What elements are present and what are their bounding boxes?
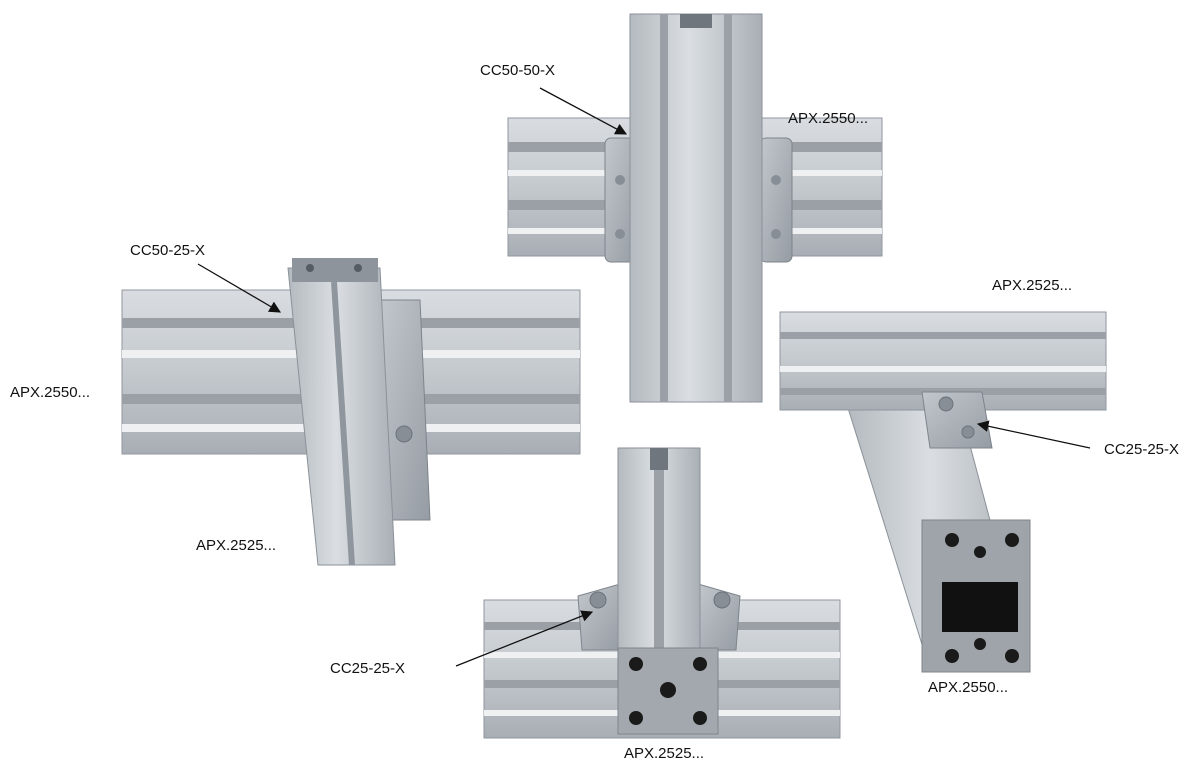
profile-vertical-top — [629, 13, 763, 403]
label-cc25-25-x-right: CC25-25-X — [1104, 441, 1180, 458]
profile-groove — [654, 470, 664, 648]
leader-arrow-cc25-25-right — [976, 420, 1091, 449]
profile-hole — [974, 638, 986, 650]
profile-slot — [780, 332, 1106, 339]
label-apx-2550-top: APX.2550... — [788, 110, 869, 127]
assembly-left-cc50-25 — [121, 258, 581, 566]
profile-hole — [1005, 649, 1019, 663]
bolt — [395, 425, 413, 443]
label-apx-2550-right: APX.2550... — [928, 679, 1009, 696]
profile-hole — [629, 657, 643, 671]
label-apx-2525-bottom: APX.2525... — [624, 745, 705, 762]
label-cc50-25-x: CC50-25-X — [130, 242, 206, 259]
profile-hole — [660, 682, 676, 698]
label-cc50-50-x: CC50-50-X — [480, 62, 556, 79]
bolt — [938, 396, 954, 412]
assembly-bottom-cc25-25 — [483, 447, 841, 739]
assembly-right-cc25-25 — [779, 311, 1107, 673]
bolt — [771, 175, 781, 185]
profile-end-hole — [354, 264, 362, 272]
profile-end-hole — [306, 264, 314, 272]
bolt — [615, 229, 625, 239]
label-apx-2550-left: APX.2550... — [10, 384, 91, 401]
profile-groove — [331, 281, 355, 566]
leader-arrow-cc50-50 — [539, 87, 628, 135]
assembly-top-cc50-50 — [507, 13, 883, 403]
profile-hole — [693, 657, 707, 671]
profile-slot — [724, 14, 732, 402]
profile-hole — [945, 533, 959, 547]
profile-slot — [660, 14, 668, 402]
label-apx-2525-left: APX.2525... — [196, 537, 277, 554]
bolt — [771, 229, 781, 239]
profile-slot — [650, 448, 668, 470]
profile-hole — [945, 649, 959, 663]
profile-end-face — [292, 258, 378, 282]
label-cc25-25-x-bottom: CC25-25-X — [330, 660, 406, 677]
bracket-right — [759, 137, 793, 263]
profile-slot — [780, 366, 1106, 372]
bracket — [921, 391, 993, 449]
bolt — [589, 591, 607, 609]
profile-hole — [1005, 533, 1019, 547]
profile-end-slot — [680, 14, 712, 28]
leader-arrow-cc50-25 — [197, 263, 282, 313]
bolt — [615, 175, 625, 185]
profile-hole — [629, 711, 643, 725]
profile-cavity — [942, 582, 1018, 632]
label-apx-2525-right: APX.2525... — [992, 277, 1073, 294]
profile-hole — [974, 546, 986, 558]
bolt — [713, 591, 731, 609]
bolt — [961, 425, 975, 439]
leader-arrow-cc25-25-bottom — [455, 610, 594, 667]
profile-hole — [693, 711, 707, 725]
